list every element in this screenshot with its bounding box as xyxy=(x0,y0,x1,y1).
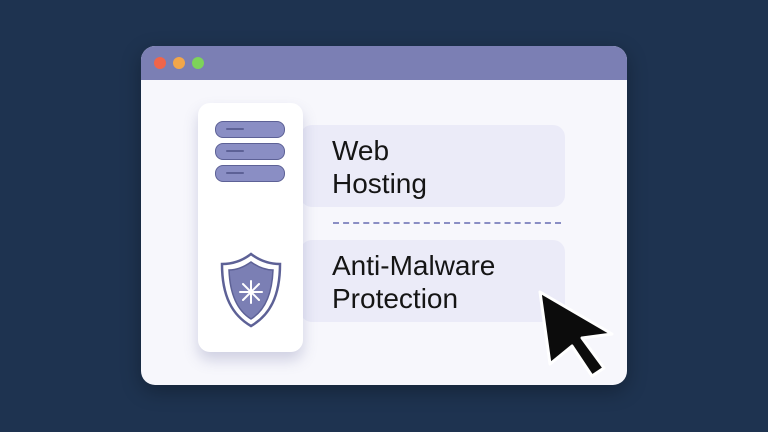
minimize-button[interactable] xyxy=(173,57,185,69)
title-bar xyxy=(141,46,627,80)
mouse-cursor-icon xyxy=(538,290,614,378)
icon-sidebar xyxy=(198,103,303,352)
divider xyxy=(333,222,561,224)
shield-icon xyxy=(220,252,282,328)
maximize-button[interactable] xyxy=(192,57,204,69)
close-button[interactable] xyxy=(154,57,166,69)
